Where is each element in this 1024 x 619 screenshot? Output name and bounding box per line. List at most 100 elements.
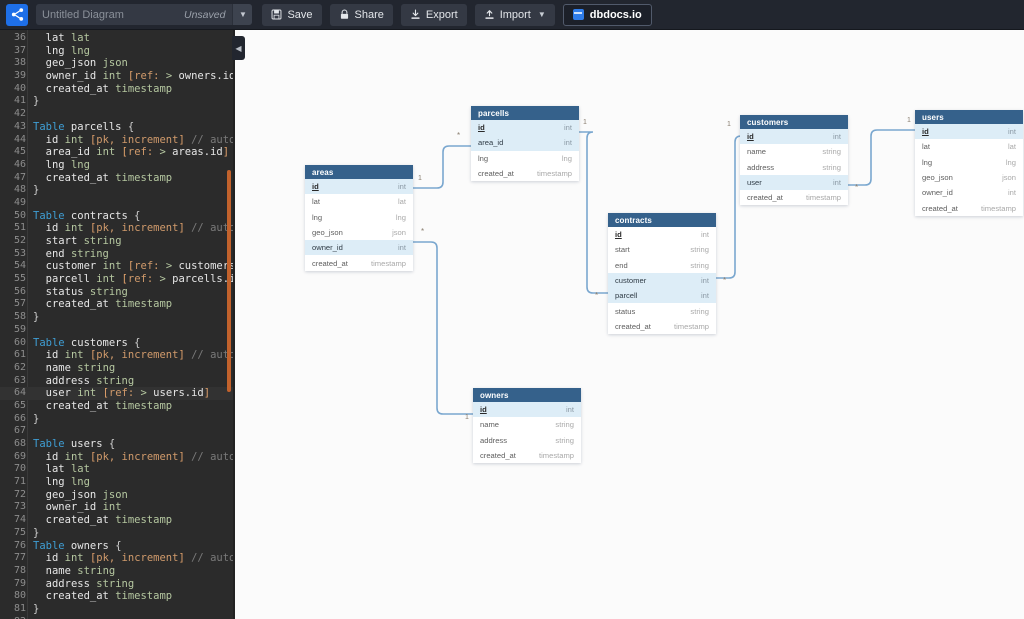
relationship-line[interactable] [848,129,915,186]
code-line[interactable]: 48} [0,184,235,197]
code-line[interactable]: 42 [0,108,235,121]
code-line[interactable]: 39 owner_id int [ref: > owners.id] [0,70,235,83]
save-button[interactable]: Save [262,3,322,26]
code-line[interactable]: 62 name string [0,362,235,375]
diagram-title-input[interactable] [36,4,184,25]
editor-scrollbar-thumb[interactable] [227,170,231,392]
code-line[interactable]: 59 [0,324,235,337]
code-line[interactable]: 47 created_at timestamp [0,172,235,185]
code-line[interactable]: 72 geo_json json [0,489,235,502]
relationship-line[interactable] [579,131,608,294]
table-header[interactable]: areas [305,165,413,179]
code-line[interactable]: 77 id int [pk, increment] // auto-inc [0,552,235,565]
code-line[interactable]: 52 start string [0,235,235,248]
code-line[interactable]: 82 [0,616,235,619]
code-line[interactable]: 78 name string [0,565,235,578]
relationship-line[interactable] [413,145,471,189]
code-line[interactable]: 73 owner_id int [0,501,235,514]
code-line[interactable]: 45 area_id int [ref: > areas.id] [0,146,235,159]
code-line[interactable]: 56 status string [0,286,235,299]
code-line[interactable]: 81} [0,603,235,616]
relationship-line[interactable] [413,241,473,415]
code-line[interactable]: 67 [0,425,235,438]
code-line[interactable]: 55 parcell int [ref: > parcells.id] [0,273,235,286]
code-line[interactable]: 65 created_at timestamp [0,400,235,413]
table-header[interactable]: owners [473,388,581,402]
code-line[interactable]: 66} [0,413,235,426]
share-button[interactable]: Share [329,3,393,26]
import-button[interactable]: Import ▼ [474,3,555,26]
code-line[interactable]: 40 created_at timestamp [0,83,235,96]
code-line[interactable]: 80 created_at timestamp [0,590,235,603]
code-line[interactable]: 74 created_at timestamp [0,514,235,527]
code-line[interactable]: 49 [0,197,235,210]
code-line[interactable]: 71 lng lng [0,476,235,489]
code-line[interactable]: 63 address string [0,375,235,388]
code-line[interactable]: 79 address string [0,578,235,591]
code-line[interactable]: 64 user int [ref: > users.id] [0,387,235,400]
table-header[interactable]: users [915,110,1023,124]
code-line[interactable]: 53 end string [0,248,235,261]
code-line[interactable]: 51 id int [pk, increment] // auto-inc [0,222,235,235]
code-line[interactable]: 61 id int [pk, increment] // auto-inc [0,349,235,362]
chevron-down-icon[interactable]: ▼ [232,4,253,25]
code-line[interactable]: 41} [0,95,235,108]
export-button[interactable]: Export [400,3,467,26]
code-line[interactable]: 75} [0,527,235,540]
code-line[interactable]: 57 created_at timestamp [0,298,235,311]
dbdiagram-logo-icon[interactable] [6,3,28,26]
code-line[interactable]: 44 id int [pk, increment] // auto-inc [0,134,235,147]
code-line[interactable]: 46 lng lng [0,159,235,172]
code-line[interactable]: 58} [0,311,235,324]
collapse-editor-button[interactable]: ◀ [232,36,245,60]
code-line[interactable]: 36 lat lat [0,32,235,45]
relationship-line[interactable] [716,135,742,279]
code-line[interactable]: 70 lat lat [0,463,235,476]
dbdocs-button[interactable]: dbdocs.io [562,3,652,26]
code-line[interactable]: 54 customer int [ref: > customers.id] [0,260,235,273]
